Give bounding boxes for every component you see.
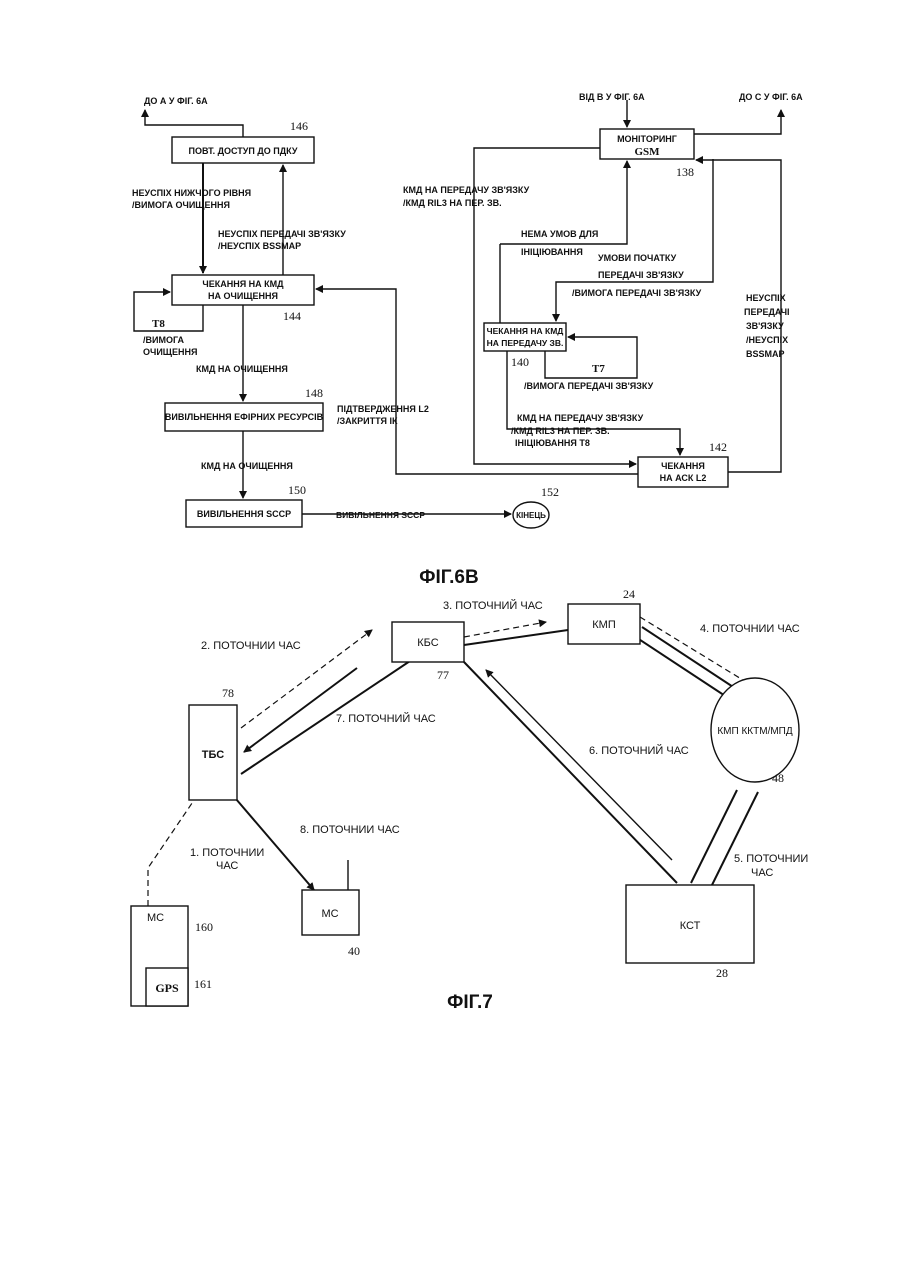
t7-label: T7 (592, 363, 605, 375)
msg1-label-1: 1. ПОТОЧНИИ (190, 847, 264, 859)
ho-fail-label-1: НЕУСПІХ ПЕРЕДАЧІ ЗВ'ЯЗКУ (218, 229, 346, 239)
kst-ref: 28 (716, 966, 728, 980)
wait-ack-label-1: ЧЕКАННЯ (661, 461, 705, 471)
to-c-arrow (694, 110, 781, 134)
wait-clear-ref: 144 (283, 309, 301, 323)
wait-clear-label-1: ЧЕКАННЯ НА КМД (202, 279, 284, 289)
gps-label: GPS (155, 981, 179, 995)
kbs-label: КБС (417, 637, 439, 649)
end-node-label: КІНЕЦЬ (516, 511, 546, 520)
msg2-label: 2. ПОТОЧНИИ ЧАС (201, 640, 301, 652)
fig7-diagram: КБС 77 КМП 24 ТБС 78 КМП ККТМ/МПД 48 МС … (131, 587, 808, 1013)
wait-ack-label-2: НА АСК L2 (660, 473, 707, 483)
from-b-label: ВІД В У ФІГ. 6А (579, 92, 645, 102)
cmd-ho2-label-3: ІНІЦІЮВАННЯ T8 (515, 438, 590, 448)
msg8-label: 8. ПОТОЧНИИ ЧАС (300, 824, 400, 836)
msg6-arrow (486, 670, 672, 860)
msg7-arrow (244, 668, 357, 752)
fail-right-label-3: ЗВ'ЯЗКУ (746, 321, 784, 331)
cmd-clear-label-2: КМД НА ОЧИЩЕННЯ (201, 461, 293, 471)
retry-access-label: ПОВТ. ДОСТУП ДО ПДКУ (189, 146, 298, 156)
ms2-ref: 40 (348, 944, 360, 958)
release-resources-label: ВИВІЛЬНЕННЯ ЕФІРНИХ РЕСУРСІВ (165, 412, 324, 422)
msg1-label-2: ЧАС (216, 860, 238, 872)
release-sccp-ref: 150 (288, 483, 306, 497)
msg1-arrow (148, 784, 205, 906)
msg3-label: 3. ПОТОЧНИЙ ЧАС (443, 599, 543, 612)
tbs-label: ТБС (202, 749, 224, 761)
cmd-ho2-label-1: КМД НА ПЕРЕДАЧУ ЗВ'ЯЗКУ (517, 413, 644, 423)
fail-right-label-4: /НЕУСПІХ (746, 335, 788, 345)
l2-confirm-label-2: /ЗАКРИТТЯ ІК (337, 416, 398, 426)
kbs-ref: 77 (437, 668, 449, 682)
kktm-kst-link-a (691, 790, 737, 883)
no-cond-label-1: НЕМА УМОВ ДЛЯ (521, 229, 598, 239)
gsm-monitor-label-2: GSM (634, 146, 660, 158)
ms-gps-label: МС (147, 912, 164, 924)
release-sccp-label: ВИВІЛЬНЕННЯ SCCP (197, 509, 291, 519)
wait-handover-label-1: ЧЕКАННЯ НА КМД (487, 326, 564, 336)
cmd-clear-label-1: КМД НА ОЧИЩЕННЯ (196, 364, 288, 374)
end-node-ref: 152 (541, 485, 559, 499)
tbs-ref: 78 (222, 686, 234, 700)
msg4-label: 4. ПОТОЧНИИ ЧАС (700, 623, 800, 635)
sccp-release-label: ВИВІЛЬНЕННЯ SCCP (336, 510, 425, 520)
t8-req-label-1: /ВИМОГА (143, 335, 185, 345)
kst-kbs-link (464, 662, 677, 883)
fail-right-label-5: BSSMAP (746, 349, 785, 359)
t8-req-label-2: ОЧИЩЕННЯ (143, 347, 197, 357)
kmp-kktm-label: КМП ККТМ/МПД (717, 726, 793, 737)
gsm-monitor-label-1: МОНІТОРИНГ (617, 134, 677, 144)
no-cond-label-2: ІНІЦІЮВАННЯ (521, 247, 583, 257)
low-fail-label-2: /ВИМОГА ОЧИЩЕННЯ (132, 200, 230, 210)
kmp-ref: 24 (623, 587, 635, 601)
msg5-label-2: ЧАС (751, 867, 773, 879)
kbs-kmp-link (464, 630, 568, 645)
retry-access-ref: 146 (290, 119, 308, 133)
start-cond-label-3: /ВИМОГА ПЕРЕДАЧІ ЗВ'ЯЗКУ (572, 288, 702, 298)
to-a-label: ДО А У ФІГ. 6А (144, 96, 208, 106)
gps-ref: 161 (194, 977, 212, 991)
cmd-ho2-label-2: /КМД RIL3 НА ПЕР. ЗВ. (511, 426, 610, 436)
ms-gps-ref: 160 (195, 920, 213, 934)
to-c-label: ДО С У ФІГ. 6А (739, 92, 803, 102)
fig7-title: ФІГ.7 (447, 992, 493, 1013)
kmp-label: КМП (592, 619, 616, 631)
ho-fail-label-2: /НЕУСПІХ BSSMAP (218, 241, 301, 251)
msg8-arrow (236, 799, 314, 890)
to-a-arrow (145, 110, 243, 137)
msg5-label-1: 5. ПОТОЧНИИ (734, 853, 808, 865)
start-cond-label-1: УМОВИ ПОЧАТКУ (598, 253, 677, 263)
wait-clear-label-2: НА ОЧИЩЕННЯ (208, 291, 278, 301)
l2-confirm-label-1: ПІДТВЕРДЖЕННЯ L2 (337, 404, 429, 414)
fail-right-label-2: ПЕРЕДАЧІ (744, 307, 790, 317)
wait-ack-ref: 142 (709, 440, 727, 454)
fig6b-title: ФІГ.6В (419, 567, 478, 588)
wait-handover-label-2: НА ПЕРЕДАЧУ ЗВ. (487, 338, 564, 348)
start-cond-label-2: ПЕРЕДАЧІ ЗВ'ЯЗКУ (598, 270, 684, 280)
kmp-kktm-ref: 48 (772, 771, 784, 785)
wait-handover-ref: 140 (511, 355, 529, 369)
cmd-ho-label-2: /КМД RIL3 НА ПЕР. ЗВ. (403, 198, 502, 208)
t7-req-label: /ВИМОГА ПЕРЕДАЧІ ЗВ'ЯЗКУ (524, 381, 654, 391)
msg7-label: 7. ПОТОЧНИЙ ЧАС (336, 712, 436, 725)
ms2-label: МС (321, 908, 338, 920)
msg6-label: 6. ПОТОЧНИЙ ЧАС (589, 744, 689, 757)
fig6b-diagram: ПОВТ. ДОСТУП ДО ПДКУ 146 ЧЕКАННЯ НА КМД … (132, 92, 803, 588)
fail-right-label-1: НЕУСПІХ (746, 293, 786, 303)
kst-label: КСТ (680, 920, 701, 932)
cmd-ho-label-1: КМД НА ПЕРЕДАЧУ ЗВ'ЯЗКУ (403, 185, 530, 195)
gsm-monitor-ref: 138 (676, 165, 694, 179)
low-fail-label-1: НЕУСПІХ НИЖЧОГО РІВНЯ (132, 188, 251, 198)
t8-label: T8 (152, 318, 165, 330)
release-resources-ref: 148 (305, 386, 323, 400)
